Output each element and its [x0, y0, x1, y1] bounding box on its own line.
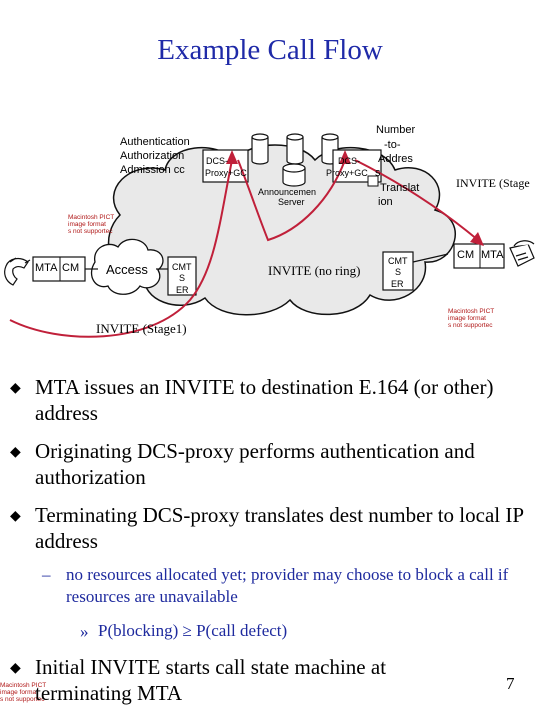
access-label: Access [106, 262, 148, 277]
cmts-right-box [382, 251, 414, 291]
announcement-server-label-2: Server [278, 197, 305, 207]
bullet-diamond-icon: ◆ [10, 509, 21, 524]
authz-label: Authorization [120, 150, 185, 162]
bullet-4: Initial INVITE starts call state machine… [35, 655, 387, 705]
number-translation-label-6: ion [378, 196, 393, 208]
invite-stage-right-label: INVITE (Stage [456, 176, 530, 190]
cmts-left-box [167, 256, 197, 296]
dcs-proxy-right-label: DCS- [338, 156, 360, 166]
announcement-server-icon [282, 163, 306, 187]
number-translation-box [367, 175, 379, 187]
admission-label: Admission cc [120, 164, 185, 176]
dcs-proxy-right-label2: Proxy+GC [326, 168, 368, 178]
number-translation-label-3: Addres [378, 153, 413, 165]
number-translation-label-1: Number [376, 124, 416, 136]
subsub-bullet: P(blocking) ≥ P(call defect) [98, 621, 288, 640]
mta-right-label: MTA [481, 249, 504, 261]
arrow-proxy-to-mta [354, 159, 479, 241]
slide-title: Example Call Flow [157, 34, 383, 66]
server-cylinder [251, 133, 339, 165]
mta-left-label: MTA [35, 262, 58, 274]
bullet-diamond-icon: ◆ [10, 381, 21, 396]
dcs-proxy-left-label2: Proxy+GC [205, 168, 247, 178]
number-translation-label-2: -to- [384, 139, 401, 151]
cmts-left-label-1: CMT [172, 262, 192, 272]
number-translation-label-5: Translat [380, 182, 420, 194]
cmts-right-label-1: CMT [388, 256, 408, 266]
bullet-diamond-icon: ◆ [10, 445, 21, 460]
phone-right-icon [509, 240, 535, 267]
bullet-2: Originating DCS-proxy performs authentic… [35, 439, 475, 489]
bullet-1: MTA issues an INVITE to destination E.16… [35, 375, 494, 425]
sub-bullet: no resources allocated yet; provider may… [66, 565, 509, 606]
cmts-left-label-3: ER [176, 285, 189, 295]
subsub-bullet-chevron-icon: » [80, 622, 89, 641]
page-number: 7 [506, 674, 515, 693]
number-translation-label-4: s [375, 167, 381, 179]
cm-right-label: CM [457, 249, 475, 261]
dcs-proxy-left-label: DCS- [206, 156, 228, 166]
invite-no-ring-label: INVITE (no ring) [268, 263, 361, 278]
auth-label: Authentication [120, 136, 190, 148]
cmts-right-label-2: S [395, 267, 402, 277]
sub-bullet-dash-icon: – [42, 565, 51, 584]
announcement-server-label-1: Announcemen [258, 187, 317, 197]
cmts-right-label-3: ER [391, 279, 404, 289]
arrow-proxy-to-proxy [237, 159, 346, 242]
bullet-3: Terminating DCS-proxy translates dest nu… [35, 503, 524, 553]
bullet-diamond-icon: ◆ [10, 661, 21, 676]
phone-left-icon [4, 257, 31, 286]
network-diagram [4, 133, 535, 338]
access-cloud [90, 238, 164, 295]
invite-stage1-label: INVITE (Stage1) [96, 321, 187, 336]
arrow-stage1-to-proxy [9, 159, 233, 338]
cm-left-label: CM [62, 262, 80, 274]
cmts-left-label-2: S [179, 273, 186, 283]
